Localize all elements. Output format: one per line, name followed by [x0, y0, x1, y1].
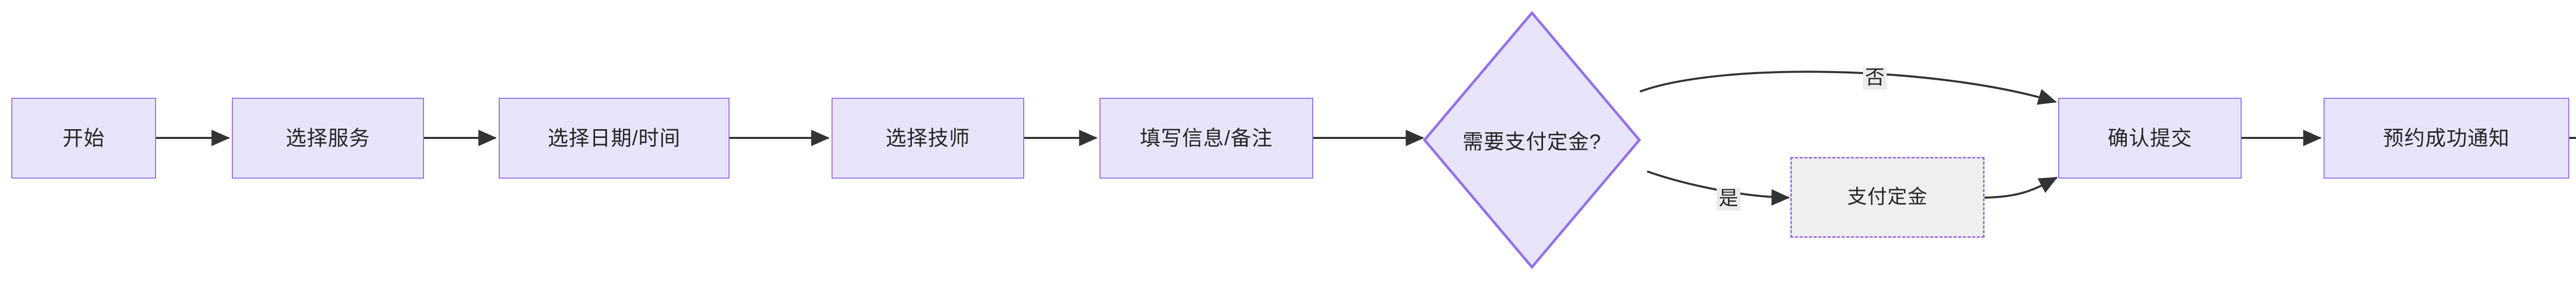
node-pay-deposit-label: 支付定金	[1847, 186, 1928, 208]
node-fill-info-label: 填写信息/备注	[1140, 127, 1273, 150]
edge-pay-deposit-to-confirm	[1984, 177, 2058, 199]
diamond-shape	[1423, 11, 1641, 269]
node-confirm-submit[interactable]: 确认提交	[2058, 98, 2242, 179]
node-select-technician-label: 选择技师	[886, 127, 970, 150]
edge-label-no: 否	[1862, 67, 1887, 90]
node-start-label: 开始	[62, 127, 105, 150]
node-success-notification[interactable]: 预约成功通知	[2324, 98, 2569, 179]
edge-label-yes: 是	[1716, 188, 1741, 210]
node-need-deposit-decision[interactable]: 需要支付定金?	[1423, 11, 1641, 269]
node-success-notification-label: 预约成功通知	[2383, 127, 2510, 150]
node-fill-info[interactable]: 填写信息/备注	[1099, 98, 1313, 179]
node-confirm-submit-label: 确认提交	[2108, 127, 2192, 150]
node-select-service[interactable]: 选择服务	[232, 98, 424, 179]
node-select-datetime-label: 选择日期/时间	[547, 127, 681, 150]
node-select-service-label: 选择服务	[285, 127, 370, 150]
edge-decision-no-to-confirm	[1639, 71, 2057, 105]
node-need-deposit-label: 需要支付定金?	[1462, 131, 1602, 153]
node-select-datetime[interactable]: 选择日期/时间	[499, 98, 730, 179]
node-select-technician[interactable]: 选择技师	[832, 98, 1024, 179]
node-pay-deposit[interactable]: 支付定金	[1790, 157, 1985, 238]
node-start[interactable]: 开始	[11, 98, 156, 179]
